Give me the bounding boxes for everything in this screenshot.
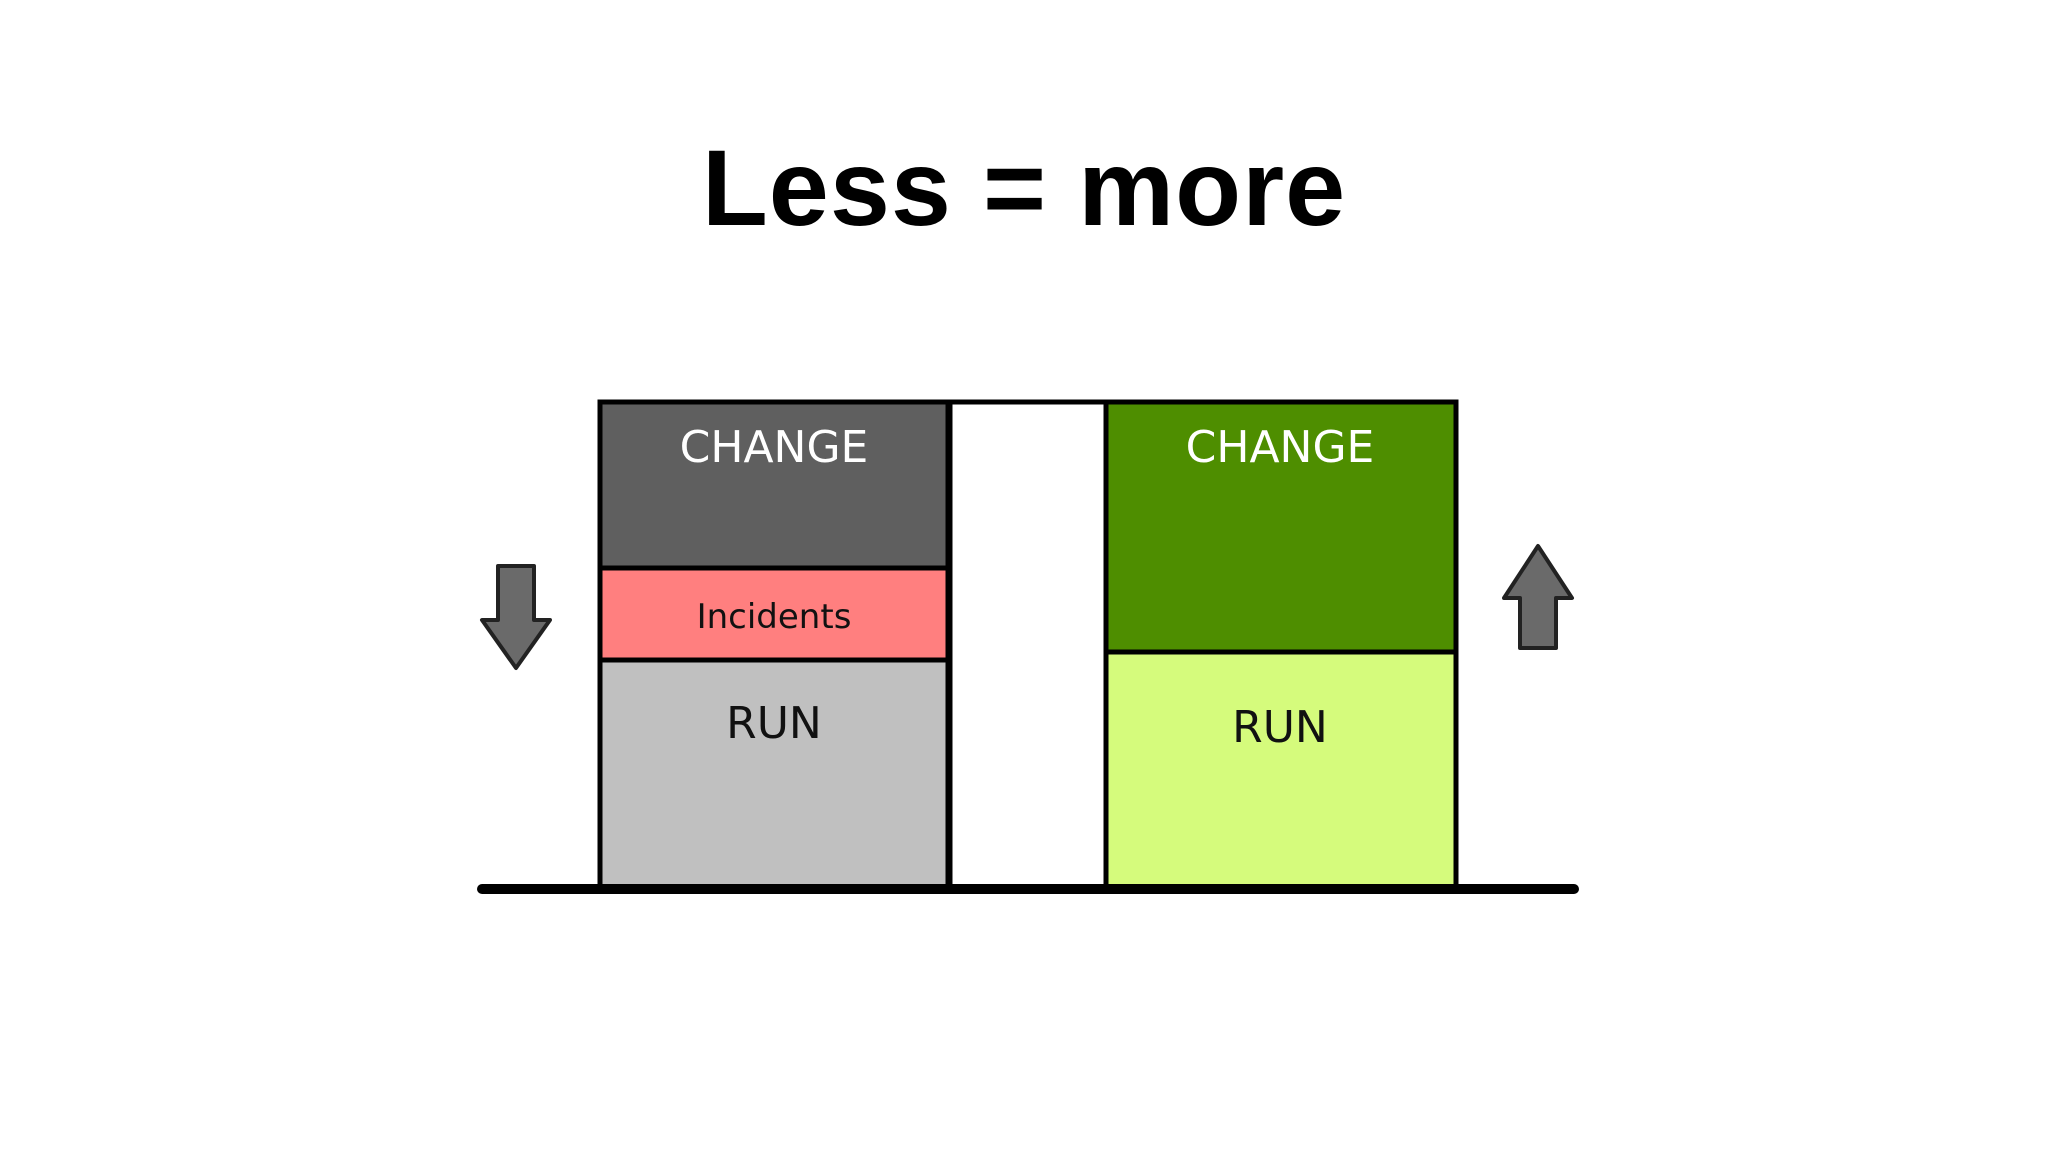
right-run-label: RUN xyxy=(1232,702,1328,753)
down-arrow-icon xyxy=(480,564,552,670)
left-incidents-label: Incidents xyxy=(697,597,852,637)
right-change-label: CHANGE xyxy=(1186,422,1375,473)
slide-title: Less = more xyxy=(701,127,1347,248)
left-incidents-block xyxy=(597,565,951,663)
right-run-block xyxy=(1103,649,1459,891)
up-arrow-icon xyxy=(1502,544,1574,650)
left-run-block xyxy=(597,657,951,891)
left-run-label: RUN xyxy=(726,698,822,749)
right-change-block xyxy=(1103,399,1459,655)
left-change-label: CHANGE xyxy=(680,422,869,473)
left-change-block xyxy=(597,399,951,571)
